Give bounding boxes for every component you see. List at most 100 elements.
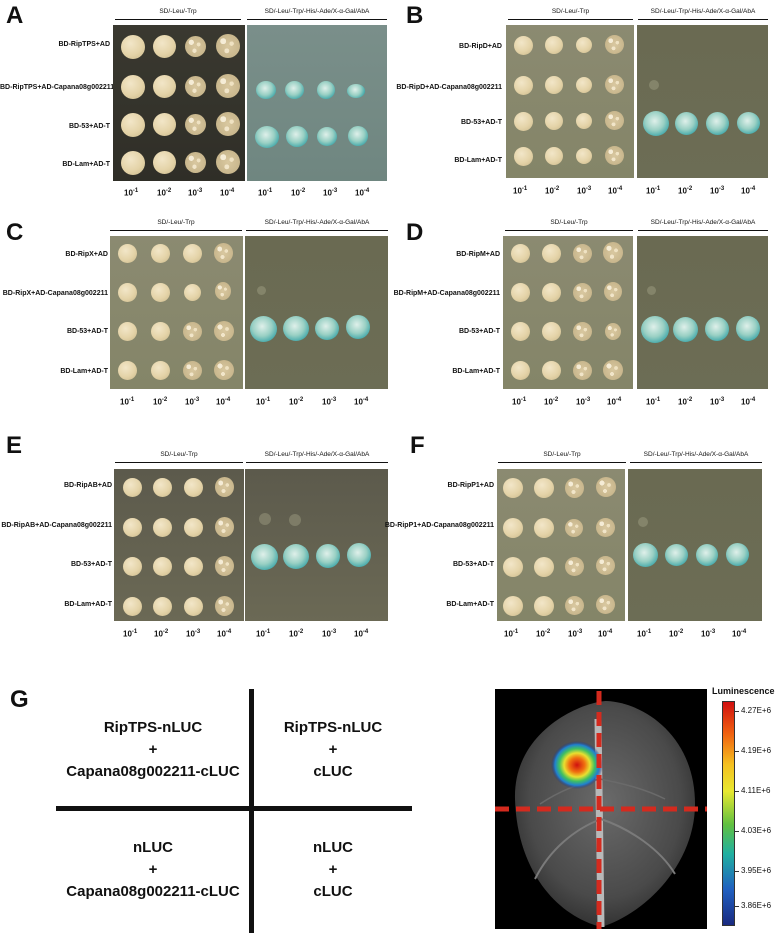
row-label: BD-53+AD-T [70, 561, 112, 568]
row-label: BD-RipTPS+AD [58, 41, 110, 48]
quadrant-bottom-right: nLUC + cLUC [254, 837, 412, 902]
condition-underline [246, 230, 388, 231]
dilution-label: 10-2 [153, 397, 168, 407]
colony [184, 597, 203, 616]
colony [185, 152, 206, 173]
agar-plate-right [637, 25, 768, 178]
colony [643, 111, 669, 136]
condition-underline [247, 19, 387, 20]
colony [534, 478, 554, 498]
colony [696, 544, 718, 566]
dilution-label: 10-1 [256, 629, 271, 639]
colony [283, 316, 309, 341]
agar-plate-left [110, 236, 243, 389]
dilution-label: 10-2 [154, 629, 169, 639]
row-label: BD-RipAB+AD-Capana08g002211 [1, 522, 112, 529]
colony [545, 36, 563, 54]
quadrant-divider-horizontal [56, 806, 412, 811]
colony [347, 84, 365, 98]
legend-tick-mark [735, 831, 739, 832]
colony [259, 513, 271, 525]
colony [285, 81, 304, 99]
legend-tick-mark [735, 906, 739, 907]
dilution-label: 10-2 [157, 188, 172, 198]
colony [511, 283, 530, 302]
colony [255, 126, 279, 148]
row-label: BD-53+AD-T [458, 328, 500, 335]
dilution-label: 10-3 [577, 186, 592, 196]
colony [605, 35, 624, 54]
colony [151, 322, 170, 341]
colony [185, 36, 206, 57]
panel-letter: E [6, 432, 23, 459]
colony [596, 518, 615, 537]
colony [514, 36, 533, 55]
colony [153, 478, 172, 497]
dilution-label: 10-4 [598, 629, 613, 639]
colony [542, 322, 561, 341]
colony [605, 111, 624, 130]
colony [565, 557, 584, 576]
legend-tick-label: 4.19E+6 [741, 746, 772, 755]
dilution-label: 10-1 [256, 397, 271, 407]
colony [511, 322, 530, 341]
colony [215, 282, 231, 300]
colony [123, 518, 142, 537]
condition-label-right: SD/-Leu/-Trp/-His/-Ade/X-α-Gal/AbA [650, 219, 756, 226]
condition-label-right: SD/-Leu/-Trp/-His/-Ade/X-α-Gal/AbA [264, 8, 370, 15]
colony [565, 478, 584, 498]
legend-tick-label: 4.27E+6 [741, 706, 772, 715]
colony [121, 151, 145, 175]
condition-label-right: SD/-Leu/-Trp/-His/-Ade/X-α-Gal/AbA [264, 451, 370, 458]
dilution-label: 10-1 [637, 629, 652, 639]
colony [251, 544, 278, 570]
row-label: BD-RipM+AD [456, 251, 500, 258]
colony [123, 597, 142, 616]
dilution-label: 10-3 [188, 188, 203, 198]
row-label: BD-53+AD-T [66, 328, 108, 335]
colony [514, 147, 533, 166]
quadrant-line: Capana08g002211-cLUC [66, 762, 240, 780]
row-label: BD-RipX+AD-Capana08g002211 [2, 290, 108, 297]
colony [153, 557, 172, 576]
colony [573, 283, 592, 302]
colony [118, 361, 137, 380]
dilution-label: 10-2 [289, 397, 304, 407]
panel-letter: C [6, 219, 24, 246]
row-label: BD-RipX+AD [65, 251, 108, 258]
colony [185, 76, 206, 97]
dilution-label: 10-2 [289, 629, 304, 639]
colony [214, 360, 234, 380]
row-label: BD-RipD+AD [459, 43, 502, 50]
colony [542, 244, 561, 263]
legend-tick-label: 3.95E+6 [741, 866, 772, 875]
panel-letter: A [6, 2, 24, 29]
colony [605, 323, 621, 340]
colony [153, 151, 176, 174]
colony [675, 112, 698, 135]
colony [183, 361, 202, 380]
colony [604, 282, 622, 301]
dilution-label: 10-3 [576, 397, 591, 407]
colony [347, 543, 371, 567]
dilution-label: 10-4 [608, 186, 623, 196]
colony [286, 126, 308, 147]
quadrant-divider-vertical [249, 689, 254, 933]
legend-title: Luminescence [712, 686, 775, 696]
colony [641, 316, 669, 343]
row-label: BD-Lam+AD-T [64, 601, 112, 608]
quadrant-line: Capana08g002211-cLUC [66, 882, 240, 900]
colony [317, 81, 335, 99]
quadrant-top-left: RipTPS-nLUC + Capana08g002211-cLUC [56, 717, 250, 782]
agar-plate-right [247, 25, 387, 181]
dilution-label: 10-4 [732, 629, 747, 639]
colony [123, 557, 142, 576]
condition-underline [115, 19, 241, 20]
panel-letter: F [410, 432, 425, 459]
condition-underline [505, 230, 633, 231]
quadrant-line: RipTPS-nLUC [283, 719, 383, 736]
dilution-label: 10-2 [678, 397, 693, 407]
colony [673, 317, 698, 342]
colony [573, 244, 592, 263]
colony [118, 322, 137, 341]
